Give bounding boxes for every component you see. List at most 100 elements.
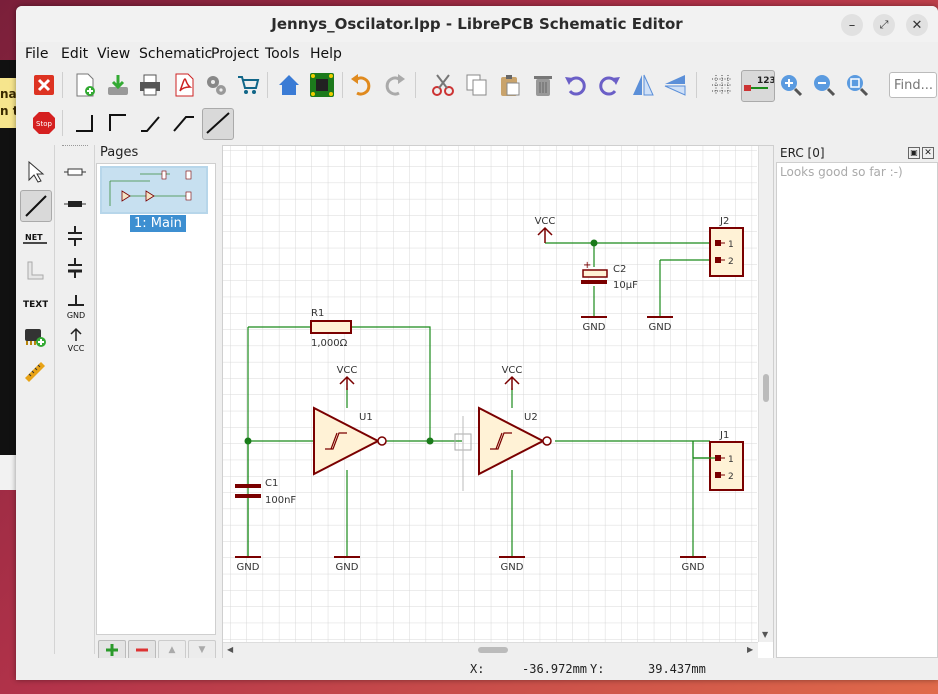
add-resistor-button[interactable]: [62, 159, 88, 185]
new-document-icon: [74, 73, 96, 97]
title-bar[interactable]: Jennys_Oscilator.lpp - LibrePCB Schemati…: [16, 6, 938, 42]
remove-page-button[interactable]: [128, 640, 156, 660]
rotate-cw-icon: [597, 73, 621, 97]
cut-button[interactable]: [430, 72, 456, 98]
schematic-drawing[interactable]: R1 1,000Ω C1 100nF + C2 10µF: [223, 146, 757, 642]
zoom-out-icon: [812, 73, 836, 97]
menu-file[interactable]: File: [25, 46, 48, 62]
add-gnd-button[interactable]: GND: [60, 293, 92, 321]
float-panel-icon[interactable]: ▣: [908, 147, 920, 159]
cursor-y-value: 39.437mm: [648, 662, 706, 676]
arrow-down-icon: ▼: [199, 645, 206, 655]
move-page-down-button[interactable]: ▼: [188, 640, 216, 660]
scroll-right-icon[interactable]: ▶: [747, 645, 753, 654]
mirror-horizontal-icon: [631, 73, 655, 97]
minimize-icon: –: [849, 18, 856, 33]
resistor-icon: [63, 165, 87, 179]
horizontal-scrollbar[interactable]: ◀ ▶: [223, 642, 758, 658]
vertical-scrollbar[interactable]: ▼: [758, 146, 773, 642]
control-panel-button[interactable]: [276, 72, 302, 98]
svg-text:GND: GND: [501, 562, 524, 573]
copy-button[interactable]: [464, 72, 490, 98]
svg-text:123: 123: [757, 76, 774, 86]
export-pdf-button[interactable]: [171, 72, 197, 98]
select-tool[interactable]: [22, 159, 48, 185]
cursor-x-label: X:: [470, 662, 484, 676]
drawing-toolbar: Stop: [16, 110, 316, 140]
page-item-main[interactable]: 1: Main: [130, 215, 186, 232]
menu-help[interactable]: Help: [310, 46, 342, 62]
print-button[interactable]: [137, 72, 163, 98]
pin-numbers-toggle[interactable]: 123: [741, 70, 775, 102]
undo-button[interactable]: [348, 72, 374, 98]
zoom-in-icon: [779, 73, 803, 97]
find-input[interactable]: [889, 72, 937, 98]
wire-mode-45b-button[interactable]: [171, 110, 197, 136]
menu-edit[interactable]: Edit: [61, 46, 88, 62]
paste-icon: [498, 73, 522, 97]
wire-mode-straight-button[interactable]: [202, 108, 234, 140]
rotate-ccw-button[interactable]: [563, 72, 589, 98]
close-panel-icon[interactable]: ✕: [922, 147, 934, 159]
board-editor-button[interactable]: [309, 72, 335, 98]
wire-straight-icon: [203, 109, 233, 139]
minimize-button[interactable]: –: [841, 14, 863, 36]
abort-command-button[interactable]: Stop: [31, 110, 57, 136]
schematic-canvas[interactable]: R1 1,000Ω C1 100nF + C2 10µF: [222, 145, 774, 659]
erc-header: ERC [0]: [780, 146, 825, 160]
add-polygon-tool[interactable]: [22, 259, 48, 285]
save-button[interactable]: [105, 72, 131, 98]
scroll-left-icon[interactable]: ◀: [227, 645, 233, 654]
mirror-horizontal-button[interactable]: [630, 72, 656, 98]
order-pcb-button[interactable]: [235, 72, 261, 98]
vertical-scroll-thumb[interactable]: [763, 374, 769, 402]
paste-button[interactable]: [497, 72, 523, 98]
svg-text:GND: GND: [682, 562, 705, 573]
zoom-in-button[interactable]: [778, 72, 804, 98]
menu-view[interactable]: View: [97, 46, 130, 62]
add-component-tool[interactable]: [22, 323, 48, 349]
zoom-fit-button[interactable]: [844, 72, 870, 98]
add-vcc-button[interactable]: VCC: [60, 325, 92, 353]
printer-icon: [138, 73, 162, 97]
new-sheet-button[interactable]: [72, 72, 98, 98]
add-page-button[interactable]: [98, 640, 126, 660]
measure-tool[interactable]: [22, 359, 48, 385]
close-button[interactable]: ✕: [906, 14, 928, 36]
svg-text:GND: GND: [67, 311, 85, 320]
add-net-label-tool[interactable]: NET: [22, 227, 48, 253]
scroll-down-icon[interactable]: ▼: [762, 630, 768, 639]
text-icon: TEXT: [22, 294, 48, 314]
settings-button[interactable]: [203, 72, 229, 98]
draw-wire-tool[interactable]: [20, 190, 52, 222]
close-project-button[interactable]: [31, 72, 57, 98]
wire-diagonal-2-icon: [172, 111, 196, 135]
svg-text:1: 1: [728, 455, 734, 465]
add-inductor-button[interactable]: [62, 191, 88, 217]
svg-text:C2: C2: [613, 264, 626, 275]
zoom-out-button[interactable]: [811, 72, 837, 98]
rotate-cw-button[interactable]: [596, 72, 622, 98]
undo-icon: [349, 73, 373, 97]
delete-button[interactable]: [530, 72, 556, 98]
window-title: Jennys_Oscilator.lpp - LibrePCB Schemati…: [16, 15, 938, 33]
add-capacitor-button[interactable]: [62, 223, 88, 249]
add-text-tool[interactable]: TEXT: [22, 291, 48, 317]
cursor-icon: [24, 160, 46, 184]
grid-properties-button[interactable]: [709, 72, 735, 98]
wire-mode-45-button[interactable]: [138, 110, 164, 136]
wire-mode-h-v-button[interactable]: [72, 110, 98, 136]
wire-mode-v-h-button[interactable]: [105, 110, 131, 136]
maximize-button[interactable]: ⤢: [873, 14, 895, 36]
menu-project[interactable]: Project: [211, 46, 259, 62]
add-polarized-capacitor-button[interactable]: [62, 255, 88, 281]
mirror-vertical-button[interactable]: [662, 72, 688, 98]
svg-text:2: 2: [728, 257, 734, 267]
menu-tools[interactable]: Tools: [265, 46, 300, 62]
horizontal-scroll-thumb[interactable]: [478, 647, 508, 653]
page-thumbnail[interactable]: [100, 166, 208, 214]
menu-schematic[interactable]: Schematic: [139, 46, 212, 62]
maximize-icon: ⤢: [880, 18, 889, 32]
move-page-up-button[interactable]: ▲: [158, 640, 186, 660]
redo-button[interactable]: [382, 72, 408, 98]
